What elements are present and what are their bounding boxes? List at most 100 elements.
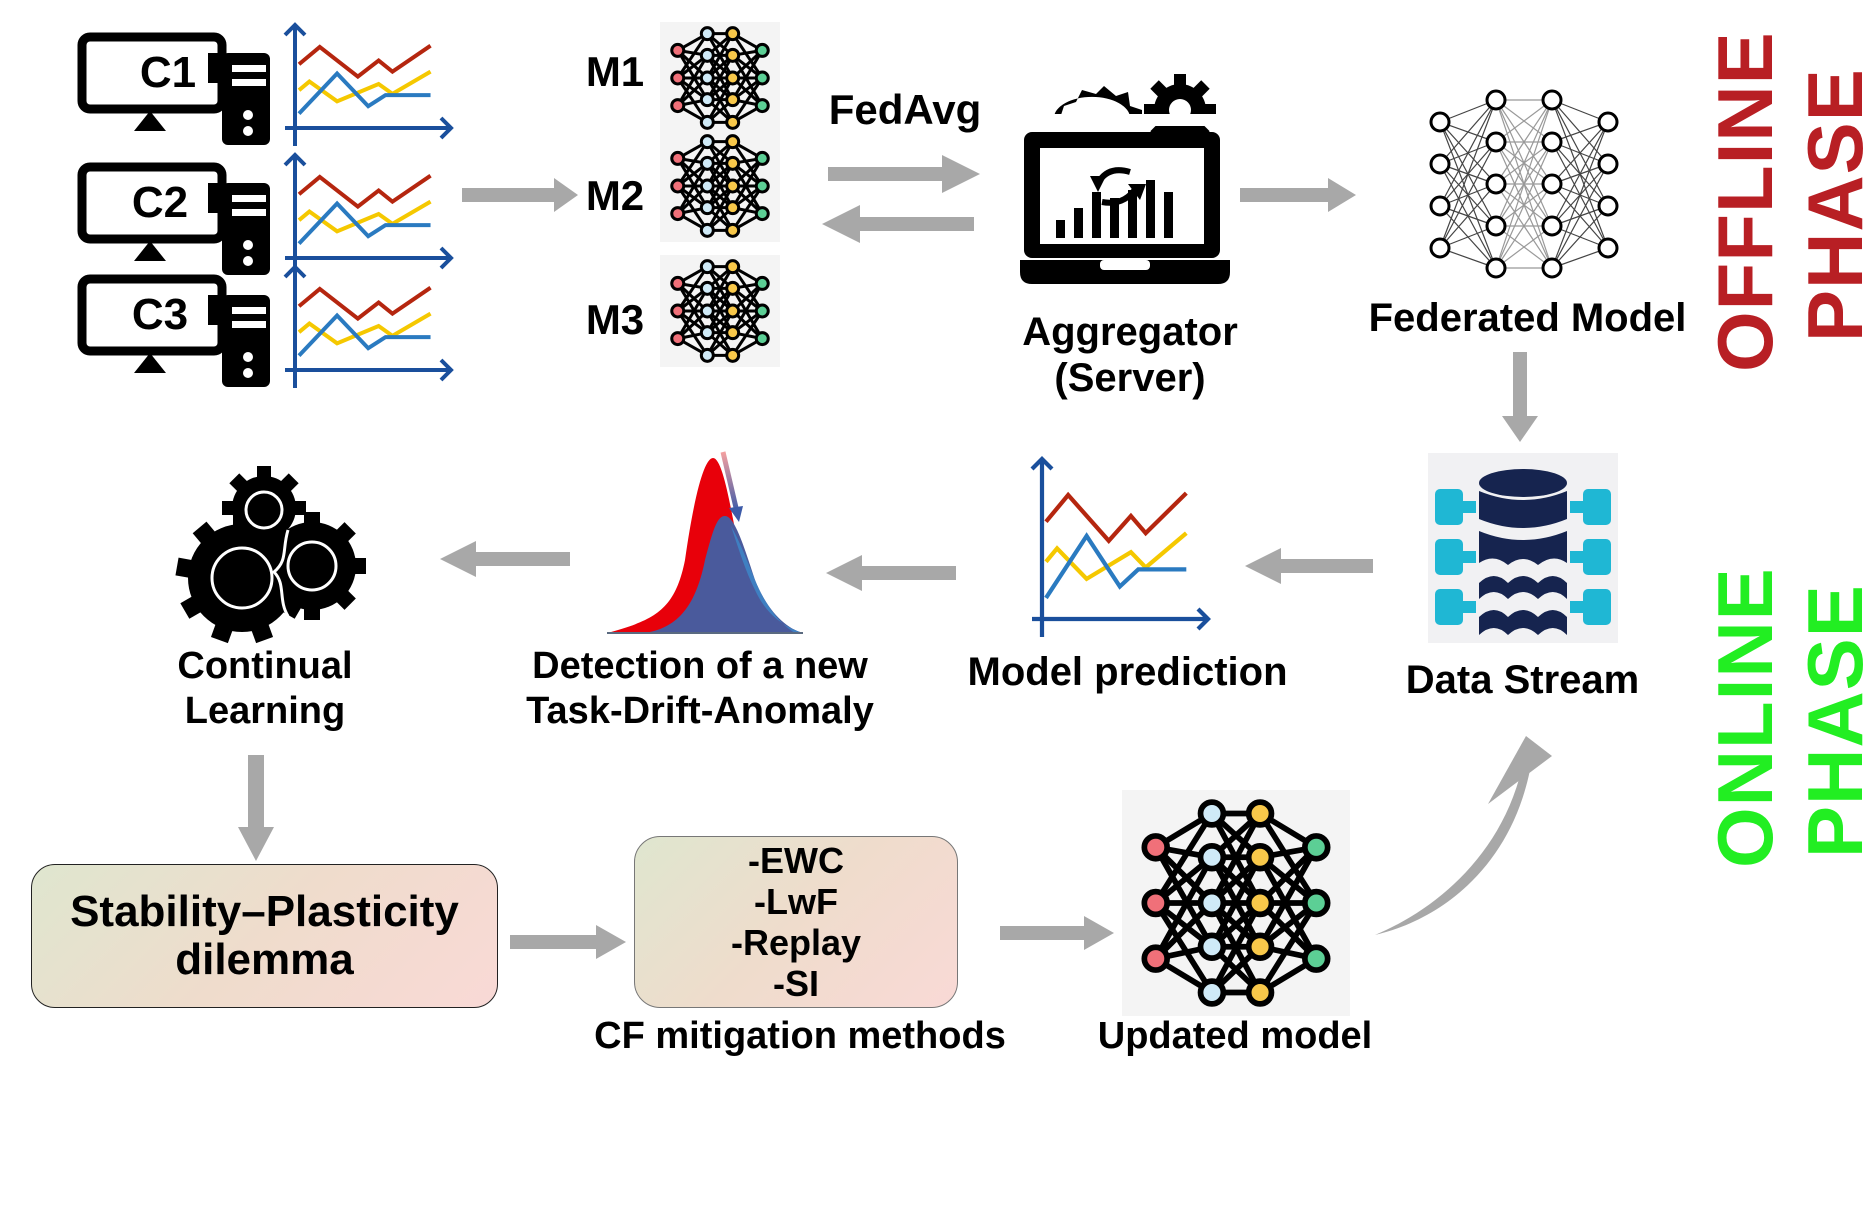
network-node [725, 178, 741, 194]
network-node [725, 114, 741, 130]
chart-series-yellow [1044, 531, 1188, 582]
client-data-chart-icon [283, 152, 454, 276]
cf-method-item: -Replay [730, 922, 862, 963]
network-node [725, 26, 741, 42]
network-node [670, 275, 686, 291]
cf-method-item: -EWC [748, 839, 844, 881]
chart-series-red [1044, 491, 1188, 544]
network-node [1597, 195, 1619, 217]
network-node [725, 280, 741, 296]
network-node [1141, 833, 1170, 862]
network-node [699, 259, 715, 275]
network-node [670, 98, 686, 114]
network-node [1245, 978, 1275, 1007]
local-model-network-icon [660, 130, 780, 242]
network-node [725, 70, 741, 86]
network-node [699, 26, 715, 42]
network-node [754, 303, 770, 319]
network-node [754, 178, 770, 194]
network-node [670, 150, 686, 166]
online-phase-title-line2: PHASE [1791, 584, 1872, 858]
network-node [699, 70, 715, 86]
network-node [754, 331, 770, 347]
arrow-detection-to-continual [440, 541, 570, 577]
network-node [1197, 978, 1227, 1007]
aggregator-laptop-icon [1020, 74, 1230, 284]
chart-series-blue [297, 70, 431, 116]
updated-model-network-icon [1122, 790, 1350, 1016]
network-node [1197, 888, 1227, 918]
arrow-prediction-to-detection [826, 555, 956, 591]
network-node [699, 200, 715, 216]
dilemma-line1: Stability–Plasticity [70, 886, 459, 936]
arrow-clients-to-models [462, 178, 578, 212]
network-node [699, 47, 715, 63]
network-node [725, 47, 741, 63]
network-node [754, 70, 770, 86]
model-prediction-chart-icon [1030, 456, 1211, 637]
data-stream-label: Data Stream [1405, 658, 1640, 702]
stability-plasticity-dilemma-box: Stability–Plasticity dilemma [31, 864, 498, 1008]
network-node [1245, 799, 1275, 828]
network-node [1485, 131, 1507, 153]
arrow-cf-to-updated [1000, 916, 1114, 950]
network-node [1597, 153, 1619, 175]
network-node [1485, 173, 1507, 195]
continual-learning-label-line2: Learning [184, 690, 346, 732]
aggregator-label-line1: Aggregator [1022, 310, 1238, 354]
chart-series-red [297, 174, 432, 210]
network-node [1197, 843, 1227, 872]
aggregator-label-line2: (Server) [1054, 356, 1206, 400]
client-computer-icon [77, 32, 270, 145]
network-node [725, 222, 741, 238]
arrow-continual-to-dilemma [238, 755, 274, 861]
network-node [725, 200, 741, 216]
network-node [1541, 89, 1563, 111]
network-node [1541, 173, 1563, 195]
network-node [1245, 843, 1275, 872]
chart-series-red [297, 286, 432, 322]
network-node [699, 347, 715, 363]
network-node [754, 42, 770, 58]
client-label-c1: C1 [139, 48, 197, 97]
federated-model-label: Federated Model [1368, 296, 1687, 340]
network-node [1429, 237, 1451, 259]
network-node [699, 92, 715, 108]
network-node [1597, 111, 1619, 133]
detection-label-line2: Task-Drift-Anomaly [526, 690, 874, 732]
client-computer-icon [77, 162, 270, 275]
network-node [725, 92, 741, 108]
network-node [1302, 833, 1331, 862]
distribution-drift-icon [607, 451, 803, 634]
cf-method-item: -SI [772, 963, 819, 1005]
cf-methods-box: -EWC-LwF-Replay-SI [634, 836, 958, 1008]
online-phase-title-line1: ONLINE [1701, 567, 1789, 868]
network-node [670, 206, 686, 222]
cf-methods-caption: CF mitigation methods [594, 1015, 1006, 1057]
network-node [1541, 215, 1563, 237]
network-node [1485, 89, 1507, 111]
network-node [699, 325, 715, 341]
client-data-chart-icon [283, 264, 454, 388]
model-label-m2: M2 [585, 172, 645, 219]
arrow-aggregator-to-federated [1240, 178, 1356, 212]
network-node [1141, 888, 1170, 918]
network-node [1429, 111, 1451, 133]
network-node [670, 303, 686, 319]
network-node [699, 303, 715, 319]
network-node [670, 178, 686, 194]
arrow-aggregator-to-models [822, 205, 974, 243]
network-node [1197, 799, 1227, 828]
arrow-federated-to-datastream [1502, 352, 1538, 442]
model-label-m3: M3 [585, 296, 645, 343]
network-node [699, 222, 715, 238]
network-node [1541, 257, 1563, 279]
arrow-datastream-to-prediction [1245, 548, 1373, 584]
network-node [670, 70, 686, 86]
client-data-chart-icon [283, 22, 454, 146]
detection-label-line1: Detection of a new [532, 645, 868, 687]
chart-series-red [297, 44, 432, 80]
data-stream-database-icon [1428, 453, 1618, 643]
network-node [725, 259, 741, 275]
network-node [1302, 888, 1331, 918]
